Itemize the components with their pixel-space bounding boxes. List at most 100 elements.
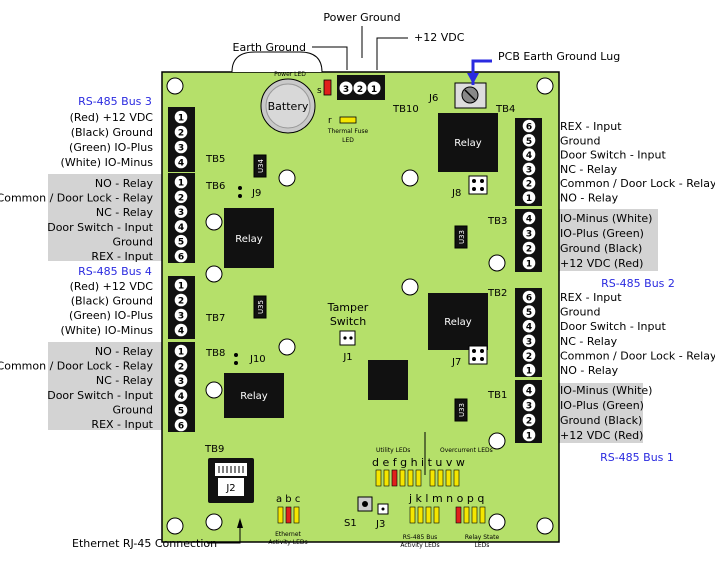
- relay-label-2: Relay: [454, 138, 482, 149]
- u35-label: U35: [257, 300, 265, 314]
- tb8-pin: [174, 359, 188, 373]
- right-tb3-bg: [545, 209, 658, 271]
- tb1-pin-number: 4: [526, 387, 532, 397]
- status-led: [417, 506, 424, 524]
- tb9-label: TB9: [204, 444, 224, 455]
- tb3-right-label: IO-Minus (White): [560, 212, 652, 225]
- rs485-activity-label-1: RS-485 Bus: [403, 534, 438, 541]
- eth-led-letters: a b c: [276, 494, 300, 505]
- j10-label: J10: [249, 354, 266, 365]
- status-led: [433, 506, 440, 524]
- relay2-label: NO - Relay: [95, 345, 154, 358]
- thermal-fuse-led: [339, 116, 357, 124]
- tb6-pin-number: 1: [178, 179, 184, 189]
- j2-label: J2: [225, 483, 235, 494]
- tb5-pin: [174, 125, 188, 139]
- tamper-switch: [339, 330, 356, 346]
- j1-label: J1: [342, 352, 352, 363]
- tb4-right-label: Door Switch - Input: [560, 149, 666, 162]
- u33a-label: U33: [458, 230, 466, 244]
- j3-pins: [377, 503, 389, 515]
- tb8-pin: [174, 374, 188, 387]
- tb8-pin-number: 2: [178, 362, 184, 372]
- bus4-label: (Green) IO-Plus: [69, 309, 153, 322]
- tb8-pin: [174, 344, 188, 358]
- tb6-pin: [174, 249, 188, 263]
- relay2-label: Door Switch - Input: [47, 389, 153, 402]
- j10-pins: [234, 353, 238, 365]
- tb3-pin-number: 4: [526, 215, 532, 225]
- tb8-pin-number: 5: [178, 407, 184, 417]
- relay-label-3: Relay: [444, 317, 472, 328]
- tb4-pin: [522, 162, 536, 176]
- tb5-pin: [174, 155, 188, 169]
- tb1-pin: [522, 383, 536, 397]
- tb1-pin-number: 1: [526, 432, 532, 442]
- tb4-pin-number: 2: [526, 180, 532, 190]
- ethernet-rj45-label: Ethernet RJ-45 Connection: [72, 537, 217, 550]
- tb6-pin-number: 4: [178, 223, 184, 233]
- status-led: [407, 469, 414, 487]
- overcurrent-leds-label: Overcurrent LEDs: [440, 447, 493, 454]
- tb5-pin-number: 1: [178, 114, 184, 124]
- status-led: [471, 506, 478, 524]
- relay-state-label-1: Relay State: [465, 534, 500, 541]
- relay-state-label-2: LEDs: [475, 542, 490, 549]
- tb8-pin-number: 1: [178, 348, 184, 358]
- bus2-title: RS-485 Bus 2: [601, 277, 675, 290]
- tb2-pin-number: 3: [526, 337, 532, 347]
- tb4-pin-number: 5: [526, 137, 532, 147]
- j8-label: J8: [451, 188, 461, 199]
- tb4-pin: [522, 119, 536, 133]
- tb3-right-label: Ground (Black): [560, 242, 642, 255]
- tb4-right-label: NO - Relay: [560, 192, 619, 205]
- tb1-right-label: IO-Plus (Green): [560, 399, 644, 412]
- tb4-pin-number: 6: [526, 123, 532, 133]
- tb5-pin-number: 2: [178, 129, 184, 139]
- j7-label: J7: [451, 357, 461, 368]
- tb4-pin-number: 3: [526, 165, 532, 175]
- tb8-pin-number: 3: [178, 377, 184, 387]
- plus12-label: +12 VDC: [414, 31, 465, 44]
- power-led-label: Power LED: [274, 71, 306, 78]
- mounting-holes: [166, 77, 554, 535]
- utility-overcurrent-leds: [375, 469, 460, 487]
- led-letters-bottom: j k l m n o p q: [408, 492, 484, 505]
- tb10-pins: 3 2 1: [339, 81, 381, 95]
- tb1-label: TB1: [487, 390, 507, 401]
- tb3-right-label: IO-Plus (Green): [560, 227, 644, 240]
- bus3-title: RS-485 Bus 3: [78, 95, 152, 108]
- bus4-title: RS-485 Bus 4: [78, 265, 152, 278]
- tb4-right-label: REX - Input: [560, 120, 622, 133]
- tb2-right-label: Ground: [560, 306, 600, 319]
- tb2-right-label: Common / Door Lock - Relay: [560, 349, 715, 362]
- tb7-label: TB7: [205, 313, 225, 324]
- tb2-pin: [522, 349, 536, 362]
- tb2-right-label: REX - Input: [560, 291, 622, 304]
- eth-activity-label-2: Activity LEDs: [268, 539, 307, 546]
- relay2-label: REX - Input: [91, 418, 153, 431]
- bus3-label: (Red) +12 VDC: [70, 111, 154, 124]
- tamper-label: Tamper: [327, 301, 369, 314]
- tb6-pin-number: 2: [178, 193, 184, 203]
- status-led: [463, 506, 470, 524]
- tb6-pin: [174, 220, 188, 233]
- j9-pins: [238, 186, 242, 198]
- tb7-pin-number: 4: [178, 327, 184, 337]
- right-tb1-bg: [545, 383, 643, 443]
- status-led: [445, 469, 452, 487]
- tb3-pin: [522, 226, 536, 240]
- tb1-right-label: +12 VDC (Red): [560, 429, 643, 442]
- relay1-label: Door Switch - Input: [47, 221, 153, 234]
- rs485-relay-leds: [409, 506, 486, 524]
- status-led: [453, 469, 460, 487]
- tb8-label: TB8: [205, 348, 225, 359]
- status-led: [399, 469, 406, 487]
- tb2-label: TB2: [487, 288, 507, 299]
- tb3-right-label: +12 VDC (Red): [560, 257, 643, 270]
- tb5-label: TB5: [205, 154, 225, 165]
- svg-text:2: 2: [357, 85, 363, 95]
- relay2-label: NC - Relay: [96, 374, 154, 387]
